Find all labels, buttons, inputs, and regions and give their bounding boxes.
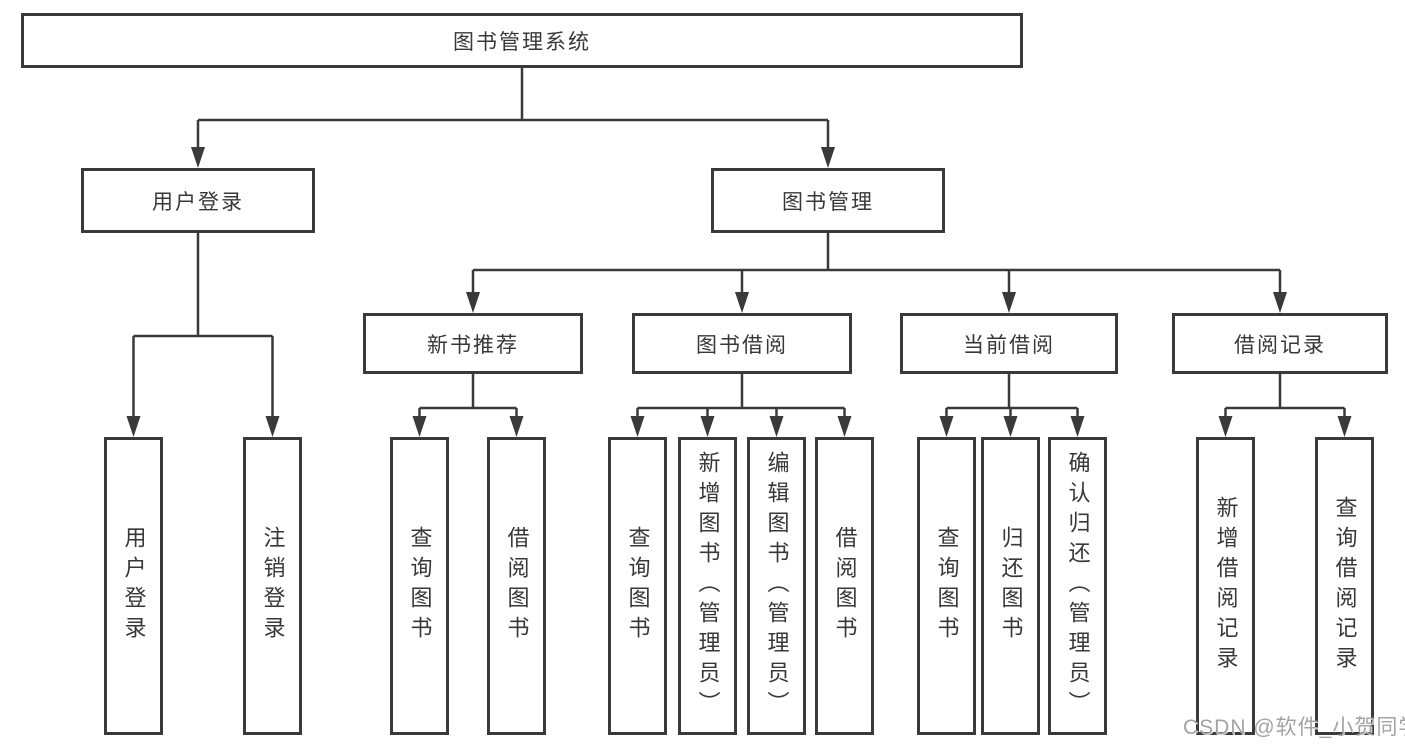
- connector-borrow-records-children: [1218, 374, 1352, 437]
- arrowhead-borrow-book-1: [509, 416, 524, 437]
- node-v-edit-book: 编辑图书（管理员）: [747, 437, 806, 735]
- node-v-confirm-return-label: 确认归还（管理员）: [1065, 451, 1091, 721]
- node-v-query-book-1-label: 查询图书: [407, 526, 433, 646]
- node-v-user-login: 用户登录: [104, 437, 163, 735]
- node-book-mgmt: 图书管理: [711, 168, 945, 233]
- node-root: 图书管理系统: [21, 13, 1023, 68]
- csdn-watermark: CSDN @软件_小贺同学: [1183, 716, 1405, 739]
- node-user-login-label: 用户登录: [152, 190, 244, 214]
- connector-new-book-rec-children: [412, 374, 524, 437]
- arrowhead-book-mgmt: [821, 147, 835, 168]
- arrowhead-return-book: [1003, 416, 1018, 437]
- node-book-mgmt-label: 图书管理: [782, 190, 874, 214]
- arrowhead-query-book-3: [939, 416, 954, 437]
- connector-user-login-children: [126, 233, 280, 437]
- arrowhead-v-user-login: [126, 416, 141, 437]
- arrowhead-query-book-1: [412, 416, 427, 437]
- connector-book-borrow-children: [630, 374, 852, 437]
- node-v-query-borrow-record-label: 查询借阅记录: [1332, 496, 1358, 676]
- node-v-add-borrow-record-label: 新增借阅记录: [1213, 496, 1239, 676]
- node-v-return-book: 归还图书: [981, 437, 1040, 735]
- node-v-edit-book-label: 编辑图书（管理员）: [764, 451, 790, 721]
- node-v-add-book-label: 新增图书（管理员）: [695, 451, 721, 721]
- node-book-borrow-label: 图书借阅: [696, 333, 788, 357]
- connector-root-to-level2: [191, 68, 835, 168]
- arrowhead-v-logout: [265, 416, 280, 437]
- node-v-query-book-3-label: 查询图书: [934, 526, 960, 646]
- node-v-query-book-1: 查询图书: [390, 437, 449, 735]
- node-v-logout-label: 注销登录: [260, 526, 286, 646]
- arrowhead-user-login: [191, 147, 205, 168]
- arrowhead-add-borrow-record: [1218, 416, 1233, 437]
- node-v-query-borrow-record: 查询借阅记录: [1315, 437, 1374, 735]
- node-current-borrow-label: 当前借阅: [963, 333, 1055, 357]
- node-v-user-login-label: 用户登录: [121, 526, 147, 646]
- arrowhead-borrow-records: [1273, 292, 1287, 313]
- node-v-borrow-book-1-label: 借阅图书: [504, 526, 530, 646]
- arrowhead-book-borrow: [735, 292, 749, 313]
- node-v-query-book-2-label: 查询图书: [625, 526, 651, 646]
- node-borrow-records-label: 借阅记录: [1234, 333, 1326, 357]
- arrowhead-new-book-rec: [466, 292, 480, 313]
- arrowhead-query-borrow-record: [1337, 416, 1352, 437]
- node-root-label: 图书管理系统: [453, 30, 591, 54]
- arrowhead-edit-book: [769, 416, 784, 437]
- node-new-book-rec: 新书推荐: [363, 313, 583, 374]
- node-book-borrow: 图书借阅: [632, 313, 852, 374]
- connector-current-borrow-children: [939, 374, 1085, 437]
- node-new-book-rec-label: 新书推荐: [427, 333, 519, 357]
- node-current-borrow: 当前借阅: [900, 313, 1118, 374]
- node-v-borrow-book-2-label: 借阅图书: [832, 526, 858, 646]
- arrowhead-add-book: [700, 416, 715, 437]
- node-v-add-book: 新增图书（管理员）: [678, 437, 737, 735]
- node-v-return-book-label: 归还图书: [998, 526, 1024, 646]
- node-v-query-book-3: 查询图书: [917, 437, 976, 735]
- arrowhead-borrow-book-2: [837, 416, 852, 437]
- node-v-borrow-book-2: 借阅图书: [815, 437, 874, 735]
- node-v-logout: 注销登录: [243, 437, 302, 735]
- connector-book-mgmt-children: [466, 233, 1287, 313]
- arrowhead-current-borrow: [1002, 292, 1016, 313]
- arrowhead-confirm-return: [1070, 416, 1085, 437]
- node-v-query-book-2: 查询图书: [608, 437, 667, 735]
- node-v-confirm-return: 确认归还（管理员）: [1048, 437, 1107, 735]
- arrowhead-query-book-2: [630, 416, 645, 437]
- node-v-borrow-book-1: 借阅图书: [487, 437, 546, 735]
- node-borrow-records: 借阅记录: [1172, 313, 1388, 374]
- node-user-login: 用户登录: [81, 168, 315, 233]
- node-v-add-borrow-record: 新增借阅记录: [1196, 437, 1255, 735]
